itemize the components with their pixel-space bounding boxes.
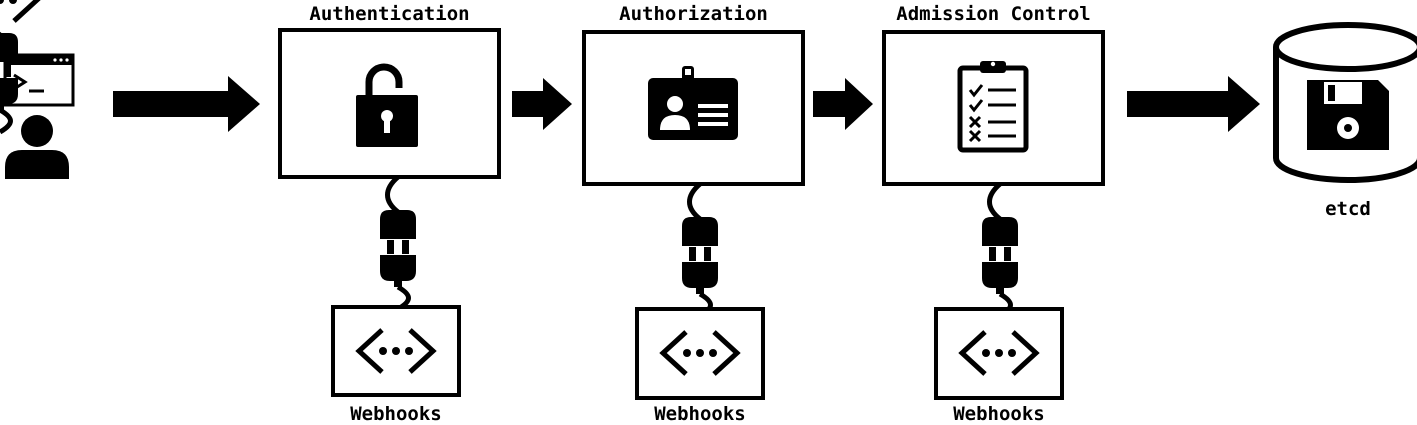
webhook-box-authorization — [635, 307, 765, 400]
authentication-stage — [278, 28, 501, 179]
webhook-label-authentication: Webhooks — [350, 403, 442, 425]
arrow-authentication-to-authorization — [512, 78, 572, 130]
webhook-icon — [0, 0, 41, 23]
arrow-client-to-authentication — [113, 76, 260, 132]
authentication-title: Authentication — [309, 3, 470, 25]
webhook-box-authentication — [331, 305, 461, 397]
authorization-title: Authorization — [619, 3, 768, 25]
unlocked-padlock-icon — [356, 63, 418, 147]
plug-connector-admission — [982, 184, 1018, 316]
arrow-authorization-to-admission — [813, 78, 873, 130]
authorization-stage — [582, 30, 805, 186]
user-icon — [5, 115, 69, 179]
admission-control-title: Admission Control — [896, 3, 1091, 25]
etcd-label: etcd — [1325, 198, 1371, 220]
admission-control-stage — [882, 30, 1105, 186]
webhook-label-admission: Webhooks — [953, 403, 1045, 425]
id-badge-icon — [648, 66, 738, 140]
plug-connector-authentication — [380, 177, 416, 309]
webhook-box-admission — [934, 307, 1064, 400]
webhook-label-authorization: Webhooks — [654, 403, 746, 425]
plug-connector-authorization — [682, 184, 718, 316]
arrow-admission-to-etcd — [1127, 76, 1260, 132]
client — [3, 53, 75, 179]
plug-connector — [0, 0, 18, 135]
flow-arrows — [113, 76, 1260, 132]
checklist-clipboard-icon — [957, 61, 1029, 153]
database-floppy-icon — [1273, 22, 1417, 183]
